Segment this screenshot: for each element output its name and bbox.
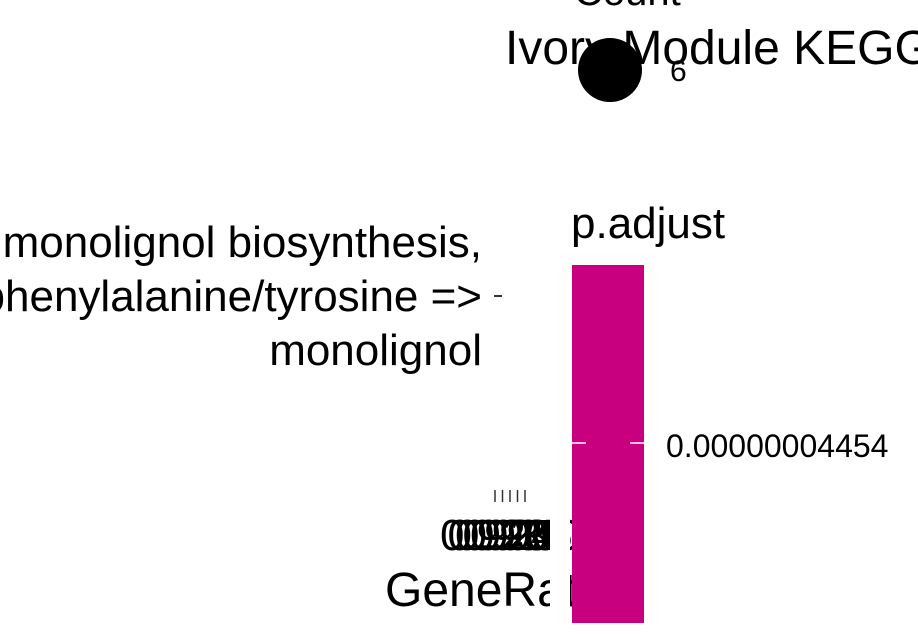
chart-title: Ivory Module KEGG: [505, 22, 918, 75]
y-axis-category-label: monolignol biosynthesis, phenylalanine/ty…: [0, 218, 482, 375]
x-axis-tick-label: 0.920: [440, 511, 550, 560]
y-category-label-line: monolignol: [269, 326, 482, 375]
size-legend-title: Count: [574, 0, 681, 14]
x-axis-ticks: [494, 490, 526, 502]
color-legend-backdrop: [550, 470, 570, 640]
color-legend-title: p.adjust: [571, 199, 725, 248]
x-axis-tick-label: 0.925: [447, 511, 557, 560]
y-category-label-line: phenylalanine/tyrosine =>: [0, 272, 482, 321]
color-legend: p.adjust 0.00000004454: [550, 199, 888, 640]
size-legend-key: [578, 38, 642, 102]
color-legend-label: 0.00000004454: [666, 428, 888, 464]
size-legend: Count 6: [574, 0, 687, 102]
y-category-label-line: monolignol biosynthesis,: [3, 218, 482, 267]
color-legend-bar: [572, 265, 644, 623]
x-axis-tick-label: 0.930: [455, 511, 565, 560]
size-legend-label: 6: [670, 55, 687, 88]
